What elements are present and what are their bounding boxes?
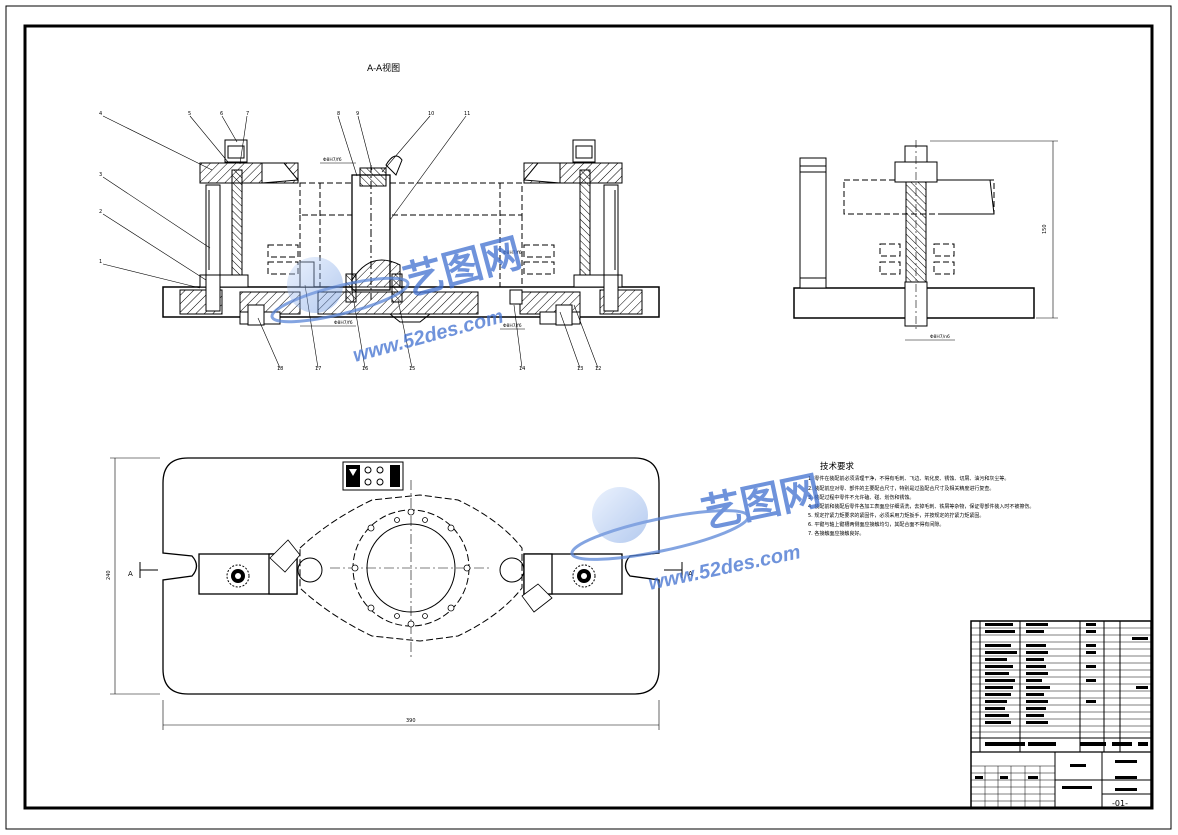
- side-view: [793, 140, 1035, 332]
- section-title: A-A视图: [367, 62, 400, 74]
- tech-requirements-title: 技术要求: [820, 461, 855, 472]
- callout-label: 6: [220, 111, 223, 117]
- callout-label: 8: [337, 111, 340, 117]
- callout-leaders-top: [102, 115, 467, 289]
- tech-requirement-item: 4. 装配前和装配后零件各加工表面应仔细清洗，去掉毛刺、铁屑等杂物，保证零部件装…: [808, 503, 1034, 510]
- front-section-view: [162, 139, 660, 326]
- title-block: [970, 620, 1152, 809]
- dim-plan-width: [162, 700, 660, 730]
- callout-label: 18: [277, 366, 283, 372]
- drawing-code: -01-: [1112, 799, 1128, 808]
- callout-label: 2: [99, 209, 102, 215]
- clamp-nut-left: [226, 564, 250, 588]
- fit-label: Φ8H7/f6: [323, 157, 342, 163]
- bolt-holes: [351, 508, 471, 628]
- callout-label: 9: [356, 111, 359, 117]
- tech-requirement-item: 3. 装配过程中零件不允许磕、碰、划伤和锈蚀。: [808, 494, 914, 501]
- sheet-border: [5, 5, 1172, 830]
- callout-label: 16: [362, 366, 368, 372]
- tech-requirement-item: 6. 平键与轴上键槽两侧面应接触均匀，其配合面不得有间隙。: [808, 521, 944, 528]
- section-marker-left: A: [128, 570, 133, 578]
- callout-label: 4: [99, 111, 102, 117]
- callout-label: 12: [595, 366, 601, 372]
- section-markers: [139, 562, 683, 578]
- nameplate: [342, 461, 404, 491]
- callout-label: 10: [428, 111, 434, 117]
- tech-requirements: 技术要求 1. 零件在装配前必须清理干净，不得有毛刺、飞边、氧化皮、锈蚀、切屑、…: [808, 461, 1034, 537]
- fit-label: Φ8H7/n6: [930, 334, 950, 340]
- dim-plan-width-label: 390: [406, 718, 416, 724]
- callout-numbers-top: 4 5 6 7 8 9 10 11 3 2 1: [99, 111, 470, 265]
- fit-label: Φ8H7/f6: [334, 320, 353, 326]
- dim-plan-height-label: 240: [106, 570, 112, 580]
- dim-side-height: [930, 140, 1058, 319]
- callout-numbers-bottom: 18 17 16 15 14 13 12: [277, 366, 601, 372]
- callout-label: 17: [315, 366, 321, 372]
- dim-plan-height: [110, 457, 160, 695]
- fit-label: Φ8H7/f6: [503, 250, 522, 256]
- section-marker-right: A: [688, 570, 693, 578]
- callout-label: 11: [464, 111, 470, 117]
- tech-requirement-item: 2. 装配前应对零、部件的主要配合尺寸，特别是过盈配合尺寸及相关精度进行复查。: [808, 485, 994, 492]
- callout-label: 15: [409, 366, 415, 372]
- fit-annotations: Φ8H7/f6 Φ8H7/f6 Φ8H7/f6 Φ8H7/f6 Φ8H7/n6: [323, 157, 950, 340]
- callout-label: 3: [99, 172, 102, 178]
- callout-leaders-bottom: [257, 284, 599, 369]
- callout-label: 1: [99, 259, 102, 265]
- callout-label: 7: [246, 111, 249, 117]
- fit-label: Φ8H7/f6: [503, 323, 522, 329]
- tech-requirement-item: 7. 各接触面应接触良好。: [808, 530, 864, 537]
- fit-leaders: [300, 162, 955, 341]
- callout-label: 13: [577, 366, 583, 372]
- parts-list-rows: [971, 627, 1151, 808]
- tech-requirement-item: 1. 零件在装配前必须清理干净，不得有毛刺、飞边、氧化皮、锈蚀、切屑、油污和灰尘…: [808, 475, 1009, 482]
- dim-side-height-label: 150: [1042, 224, 1048, 234]
- clamp-nut-right: [572, 564, 596, 588]
- tech-requirement-item: 5. 规定拧紧力矩要求的紧固件，必须采用力矩扳手，并按规定的拧紧力矩紧固。: [808, 512, 984, 519]
- parts-list-text-blocks: [975, 623, 1148, 791]
- callout-label: 5: [188, 111, 191, 117]
- watermark-brand: 艺图网: [698, 469, 825, 537]
- callout-label: 14: [519, 366, 525, 372]
